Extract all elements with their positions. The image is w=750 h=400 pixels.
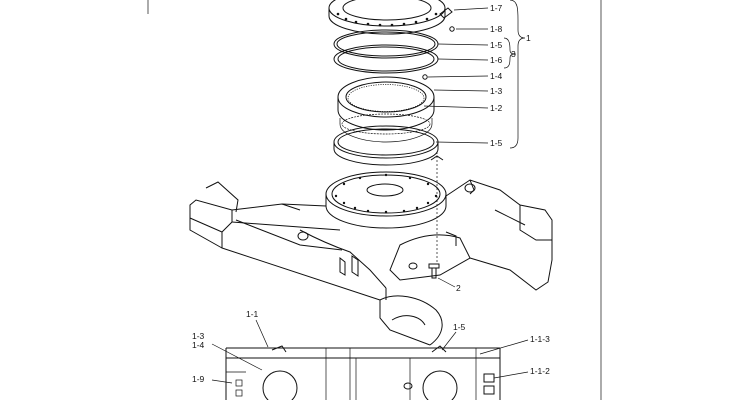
label-1-8: 1-8 xyxy=(490,24,503,34)
label-1-2: 1-2 xyxy=(490,103,503,113)
bearing-ring-top xyxy=(328,0,446,35)
part-labels: 1-7 1-8 1-5 1-6 1-4 1-3 1-2 1-5 3 1 2 1-… xyxy=(192,3,550,384)
seal-lower xyxy=(333,125,439,166)
label-detail-1-4: 1-4 xyxy=(192,340,205,350)
label-detail-1-3: 1-3 xyxy=(192,331,205,341)
label-1-3: 1-3 xyxy=(490,86,503,96)
label-detail-1-1: 1-1 xyxy=(246,309,259,319)
align-mark xyxy=(430,155,444,161)
plug-1-4 xyxy=(422,74,428,80)
label-detail-1-9: 1-9 xyxy=(192,374,205,384)
track-frame xyxy=(189,179,553,346)
label-1-6: 1-6 xyxy=(490,55,503,65)
label-1: 1 xyxy=(526,33,531,43)
label-3: 3 xyxy=(511,49,516,59)
detail-view-bottom xyxy=(225,345,501,400)
label-1-5-lower: 1-5 xyxy=(490,138,503,148)
label-1-4: 1-4 xyxy=(490,71,503,81)
ring-1-6 xyxy=(333,44,439,74)
label-1-7: 1-7 xyxy=(490,3,503,13)
leader-lines xyxy=(211,0,529,384)
swing-mount-flange xyxy=(325,171,447,229)
label-2: 2 xyxy=(456,283,461,293)
internal-gear-ring xyxy=(337,76,435,143)
label-detail-1-1-2: 1-1-2 xyxy=(530,366,550,376)
grease-nipple xyxy=(439,7,455,32)
label-1-5-upper: 1-5 xyxy=(490,40,503,50)
label-detail-1-5: 1-5 xyxy=(453,322,466,332)
label-detail-1-1-3: 1-1-3 xyxy=(530,334,550,344)
